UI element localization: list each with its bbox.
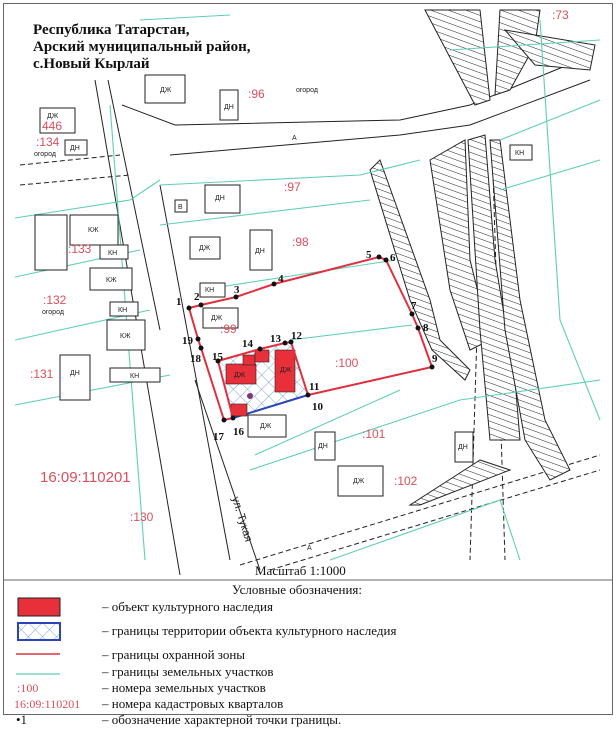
building-label: КН: [515, 150, 524, 157]
building-label: ДН: [70, 370, 80, 377]
legend-sample-point: •1: [16, 712, 27, 727]
point-label: 4: [278, 273, 284, 285]
map-frame: [3, 3, 613, 715]
legend-swatch-heritage: [17, 597, 61, 617]
point-label: 11: [309, 381, 319, 393]
parcel-number: :101: [362, 427, 386, 441]
building-label: ДН: [255, 248, 265, 255]
building-label: ДН: [70, 145, 80, 152]
point-label: 6: [390, 252, 396, 264]
section-mark: А: [307, 545, 312, 552]
legend-item: – границы земельных участков: [101, 664, 274, 679]
point-label: 14: [242, 338, 254, 350]
parcel-number: :98: [292, 235, 309, 249]
legend-sample-quarter: 16:09:110201: [14, 697, 80, 711]
parcel-number: :133: [68, 242, 92, 256]
parcel-number: :73: [552, 8, 569, 22]
legend-item: – объект культурного наследия: [101, 599, 273, 614]
building-label: В: [178, 204, 183, 211]
building-label: ДЖ: [353, 478, 365, 485]
parcel-number: :130: [130, 510, 154, 524]
title-line: Республика Татарстан,: [33, 22, 190, 38]
building-label: ДЖ: [47, 113, 59, 120]
point-label: 13: [270, 333, 282, 345]
street-name: ул. Тукая: [229, 495, 254, 543]
garden-label: огород: [296, 87, 318, 94]
legend: Условные обозначения: – объект культурно…: [14, 582, 396, 727]
parcel-number: :96: [248, 87, 265, 101]
boundary-points: [186, 254, 435, 423]
point-label: 16: [233, 426, 245, 438]
parcel-number: :102: [394, 474, 418, 488]
building-label: ДЖ: [199, 245, 211, 252]
building-label: КЖ: [106, 277, 117, 284]
building-label: ДЖ: [260, 423, 272, 430]
title-line: Арский муниципальный район,: [33, 39, 251, 55]
building-label: ДЖ: [160, 87, 172, 94]
point-label: 17: [213, 431, 225, 443]
building-label: ДЖ: [234, 372, 246, 379]
parcel-number: :131: [30, 367, 54, 381]
parcel-number: :132: [43, 293, 67, 307]
point-label: 10: [312, 401, 324, 413]
parcel-number: :99: [220, 322, 237, 336]
buildings: ДЖ ДН ДЖ ДН В ДН ДЖ ДН КН ДЖ КЖ КН КЖ КН…: [34, 74, 533, 497]
building-label: КН: [108, 250, 117, 257]
point-label: 15: [212, 351, 224, 363]
building-label: КЖ: [88, 227, 99, 234]
legend-item: – номера кадастровых кварталов: [101, 696, 283, 711]
legend-item: – номера земельных участков: [101, 680, 266, 695]
building-label: КЖ: [120, 333, 131, 340]
garden-label: огород: [34, 151, 56, 158]
parcel-number: 446: [42, 119, 62, 133]
building-label: ДН: [224, 104, 234, 111]
parcel-number: :97: [284, 180, 301, 194]
parcel-numbers: :96 :97 :98 :99 :100 :101 :102 :73 :133 …: [30, 8, 569, 524]
building-label: ДН: [318, 443, 328, 450]
point-label: 1: [176, 296, 182, 308]
point-label: 8: [423, 322, 429, 334]
point-label: 19: [182, 335, 194, 347]
point-label: 3: [234, 284, 240, 296]
legend-item: – обозначение характерной точки границы.: [101, 712, 341, 727]
building-label: ДЖ: [211, 315, 223, 322]
point-label: 7: [411, 300, 417, 312]
heritage-object: [274, 349, 296, 393]
point-label: 12: [291, 330, 303, 342]
building-label: КН: [205, 287, 214, 294]
parcel-number: :134: [36, 135, 60, 149]
slopes: [369, 9, 596, 506]
legend-swatch-territory: [17, 622, 61, 641]
parcel-number: :100: [335, 356, 359, 370]
map-scale: Масштаб 1:1000: [255, 563, 346, 578]
protection-zone-boundary: [188, 255, 434, 422]
building-label: ДН: [458, 444, 468, 451]
point-label: 2: [194, 291, 200, 303]
heritage-territory: ДЖ ДЖ: [218, 342, 309, 419]
garden-label: огород: [42, 309, 64, 316]
point-label: 18: [190, 353, 202, 365]
point-label: 5: [366, 249, 372, 261]
title-line: с.Новый Кырлай: [33, 56, 150, 72]
building-label: КН: [130, 373, 139, 380]
building-label: ДН: [215, 195, 225, 202]
building-label: КН: [118, 307, 127, 314]
point-labels: 1 2 3 4 5 6 7 8 9 10 11 12 13 14 15 16 1…: [176, 249, 438, 443]
map-title: Республика Татарстан, Арский муниципальн…: [33, 22, 251, 72]
legend-title: Условные обозначения:: [232, 582, 362, 597]
legend-item: – границы охранной зоны: [101, 647, 245, 662]
cadastral-quarter-number: 16:09:110201: [40, 469, 131, 486]
section-mark: А: [292, 135, 297, 142]
legend-sample-parcel: :100: [17, 681, 38, 695]
heritage-object: [225, 363, 257, 385]
point-label: 9: [432, 353, 438, 365]
building-label: ДЖ: [280, 367, 292, 374]
legend-item: – границы территории объекта культурного…: [101, 623, 396, 638]
